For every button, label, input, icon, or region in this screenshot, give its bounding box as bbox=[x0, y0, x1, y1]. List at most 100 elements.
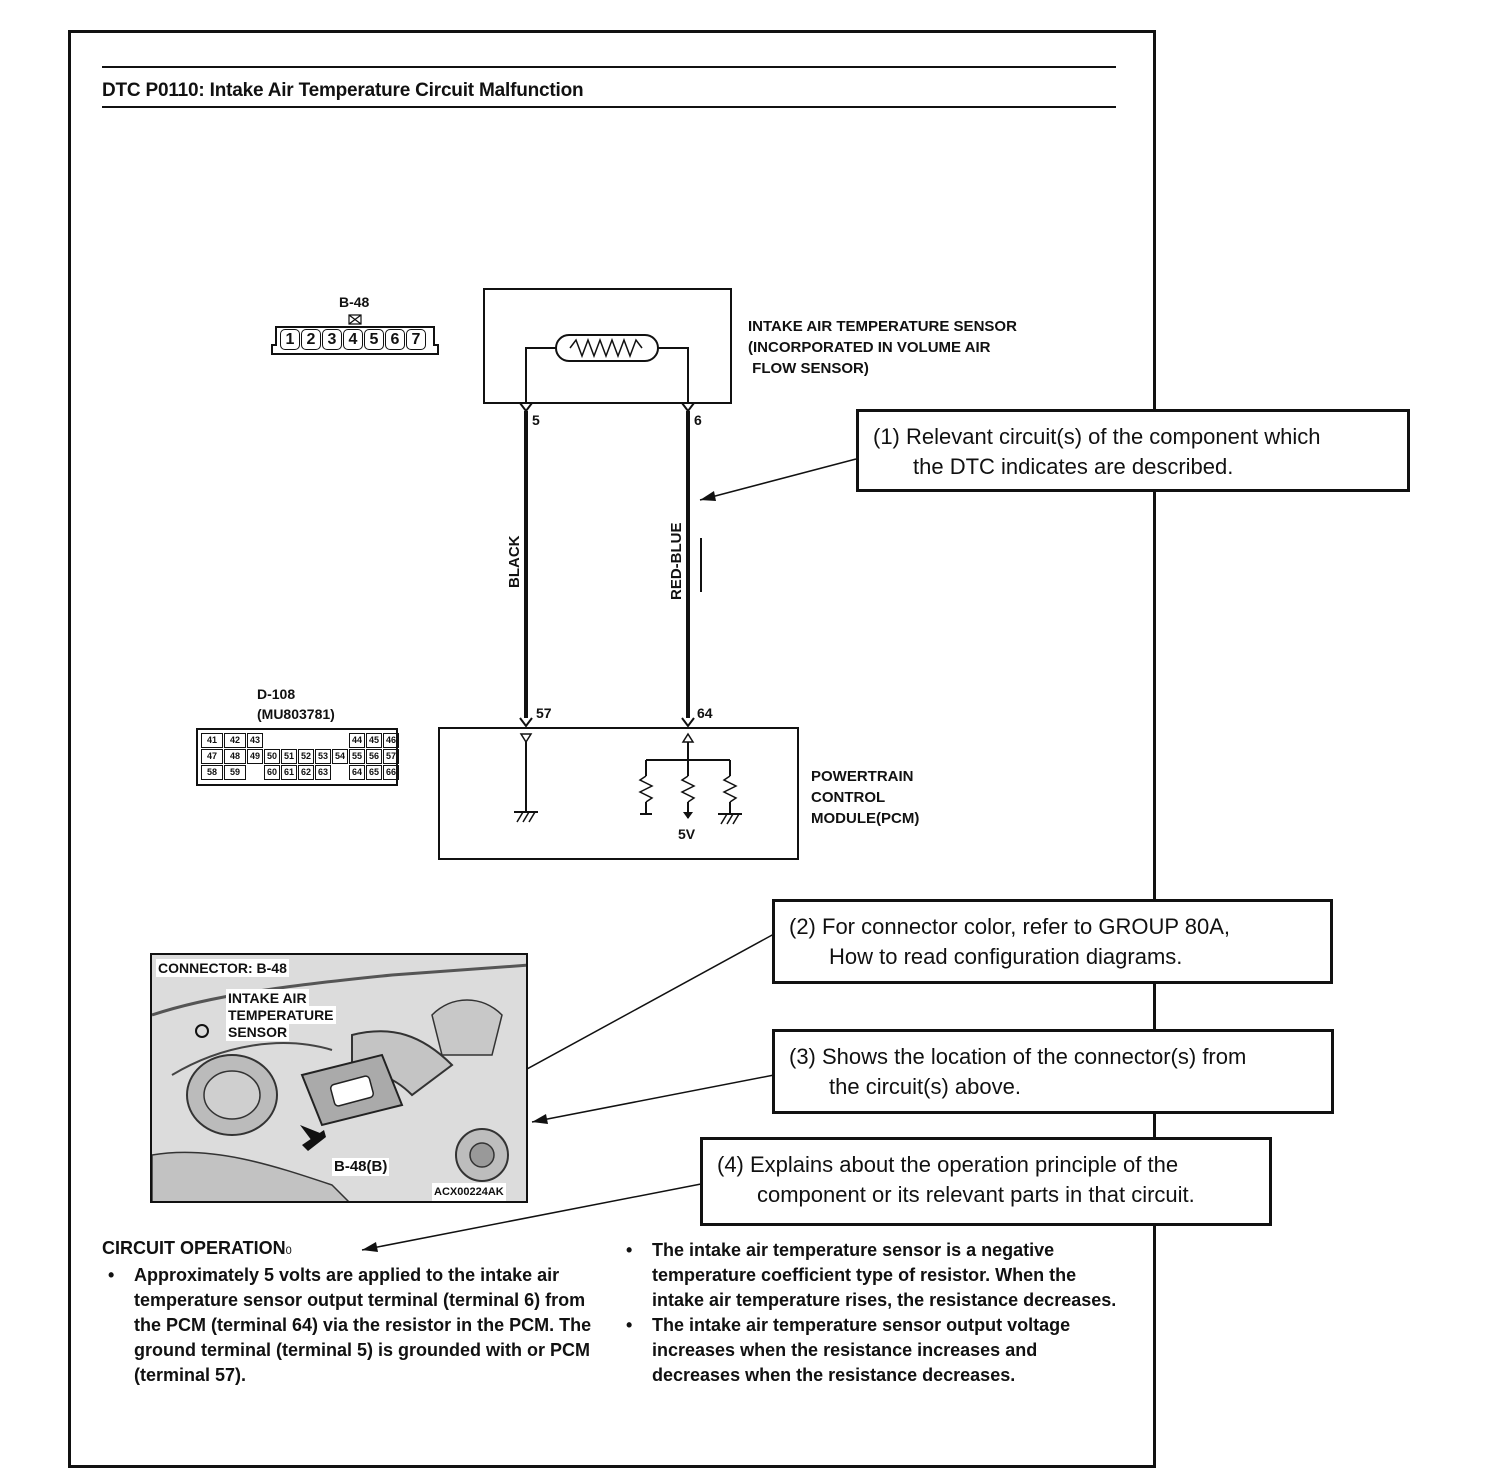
pcm-ground-input bbox=[519, 733, 533, 744]
connector-d108-pin: 50 bbox=[264, 749, 280, 764]
callout-4-line2: component or its relevant parts in that … bbox=[757, 1182, 1195, 1207]
connector-d108-pin: 60 bbox=[264, 765, 280, 780]
callout-2-line2: How to read configuration diagrams. bbox=[829, 944, 1183, 969]
leader-callout-4 bbox=[361, 1183, 702, 1251]
connector-d108-pin: 52 bbox=[298, 749, 314, 764]
photo-caption: CONNECTOR: B-48 bbox=[156, 959, 289, 977]
wire-label-red-blue: RED-BLUE bbox=[668, 522, 685, 601]
connector-location-photo: CONNECTOR: B-48 INTAKE AIR TEMPERATURE S… bbox=[150, 953, 528, 1203]
callout-1-line2: the DTC indicates are described. bbox=[913, 454, 1234, 479]
connector-b48-pin: 4 bbox=[343, 329, 363, 350]
pcm-label-line2: CONTROL bbox=[811, 789, 886, 806]
connector-d108-pin: 45 bbox=[366, 733, 382, 748]
connector-b48-outline bbox=[271, 326, 439, 355]
connector-d108-pin: 54 bbox=[332, 749, 348, 764]
photo-label-line2: TEMPERATURE bbox=[226, 1006, 336, 1024]
pcm-terminal-arrow-left bbox=[519, 717, 533, 728]
connector-d108-blank bbox=[332, 733, 348, 748]
leader-callout-1 bbox=[699, 458, 857, 501]
title-rule-bottom bbox=[102, 106, 1116, 108]
connector-d108-pin: 57 bbox=[383, 749, 399, 764]
connector-b48-pin: 3 bbox=[322, 329, 342, 350]
circuit-operation-right-list: The intake air temperature sensor is a n… bbox=[620, 1238, 1120, 1388]
connector-d108-blank bbox=[281, 733, 297, 748]
connector-d108-pin: 64 bbox=[349, 765, 365, 780]
connector-b48-pin: 2 bbox=[301, 329, 321, 350]
sensor-label-line3: FLOW SENSOR) bbox=[748, 360, 869, 377]
connector-d108-pin: 66 bbox=[383, 765, 399, 780]
photo-code: ACX00224AK bbox=[432, 1183, 506, 1201]
connector-d108-pin: 56 bbox=[366, 749, 382, 764]
circuit-operation-heading: CIRCUIT OPERATION bbox=[102, 1238, 286, 1258]
photo-label-line1: INTAKE AIR bbox=[226, 989, 309, 1007]
photo-connector-marker: B-48(B) bbox=[332, 1158, 390, 1176]
callout-4-line1: (4) Explains about the operation princip… bbox=[717, 1152, 1179, 1177]
pcm-resistor-right bbox=[722, 775, 738, 803]
sensor-terminal-arrow-left bbox=[519, 402, 533, 413]
supply-5v-arrow bbox=[683, 812, 693, 819]
pcm-label-line1: POWERTRAIN bbox=[811, 768, 914, 785]
sensor-terminal-5: 5 bbox=[532, 412, 540, 428]
pcm-resistor-left bbox=[638, 775, 654, 803]
sensor-terminal-arrow-right bbox=[681, 402, 695, 413]
connector-b48-pin: 1 bbox=[280, 329, 300, 350]
connector-b48-pin: 6 bbox=[385, 329, 405, 350]
sensor-label-line2: (INCORPORATED IN VOLUME AIR bbox=[748, 339, 991, 356]
connector-b48-pin: 7 bbox=[406, 329, 426, 350]
connector-d108-outline bbox=[196, 728, 398, 786]
callout-3-line1: (3) Shows the location of the connector(… bbox=[789, 1044, 1247, 1069]
callout-4: (4) Explains about the operation princip… bbox=[700, 1137, 1272, 1226]
connector-d108-blank bbox=[247, 765, 263, 780]
connector-d108-pin: 41 bbox=[201, 733, 223, 748]
page-title: DTC P0110: Intake Air Temperature Circui… bbox=[102, 80, 584, 101]
circuit-operation-bullet: Approximately 5 volts are applied to the… bbox=[102, 1263, 602, 1388]
connector-d108-pin: 51 bbox=[281, 749, 297, 764]
pcm-terminal-arrow-right bbox=[681, 717, 695, 728]
sensor-label-line1: INTAKE AIR TEMPERATURE SENSOR bbox=[748, 318, 1017, 335]
thermistor-zigzag bbox=[569, 337, 643, 359]
connector-d108-pin: 42 bbox=[224, 733, 246, 748]
connector-d108-blank bbox=[332, 765, 348, 780]
callout-2: (2) For connector color, refer to GROUP … bbox=[772, 899, 1333, 984]
connector-d108-pin: 58 bbox=[201, 765, 223, 780]
pcm-terminal-64: 64 bbox=[697, 705, 713, 721]
callout-3-line2: the circuit(s) above. bbox=[829, 1074, 1021, 1099]
circuit-operation-suffix: 0 bbox=[285, 1245, 292, 1257]
connector-d108-pin: 53 bbox=[315, 749, 331, 764]
connector-d108-pin: 49 bbox=[247, 749, 263, 764]
pcm-resistor-middle bbox=[680, 775, 696, 803]
connector-d108-pin: 63 bbox=[315, 765, 331, 780]
circuit-operation-left-list: Approximately 5 volts are applied to the… bbox=[102, 1263, 602, 1388]
connector-d108-pin: 61 bbox=[281, 765, 297, 780]
leader-callout-3 bbox=[531, 1074, 775, 1123]
sensor-box bbox=[483, 288, 732, 404]
connector-d108-label: D-108 bbox=[257, 686, 296, 702]
connector-d108-blank bbox=[315, 733, 331, 748]
callout-2-line1: (2) For connector color, refer to GROUP … bbox=[789, 914, 1230, 939]
callout-3: (3) Shows the location of the connector(… bbox=[772, 1029, 1334, 1114]
sensor-terminal-6: 6 bbox=[694, 412, 702, 428]
connector-d108-blank bbox=[298, 733, 314, 748]
photo-label-line3: SENSOR bbox=[226, 1023, 290, 1041]
pcm-label-line3: MODULE(PCM) bbox=[811, 810, 920, 827]
connector-d108-part-number: (MU803781) bbox=[257, 706, 335, 722]
title-rule-top bbox=[102, 66, 1116, 68]
pcm-5v-input bbox=[681, 732, 695, 743]
pcm-supply-voltage: 5V bbox=[678, 826, 696, 842]
wire-label-black: BLACK bbox=[506, 535, 523, 589]
connector-d108-pin: 55 bbox=[349, 749, 365, 764]
sensor-inner-lead-left bbox=[525, 347, 556, 403]
connector-d108-pin: 47 bbox=[201, 749, 223, 764]
connector-b48-label: B-48 bbox=[339, 294, 370, 310]
connector-d108-pin: 46 bbox=[383, 733, 399, 748]
thermistor-symbol bbox=[555, 334, 659, 362]
circuit-operation-bullet: The intake air temperature sensor is a n… bbox=[620, 1238, 1120, 1313]
connector-d108-pin: 65 bbox=[366, 765, 382, 780]
sensor-inner-lead-right bbox=[658, 347, 689, 403]
connector-b48-pin: 5 bbox=[364, 329, 384, 350]
connector-d108-pin: 43 bbox=[247, 733, 263, 748]
connector-d108-pin: 59 bbox=[224, 765, 246, 780]
pcm-box bbox=[438, 727, 799, 860]
